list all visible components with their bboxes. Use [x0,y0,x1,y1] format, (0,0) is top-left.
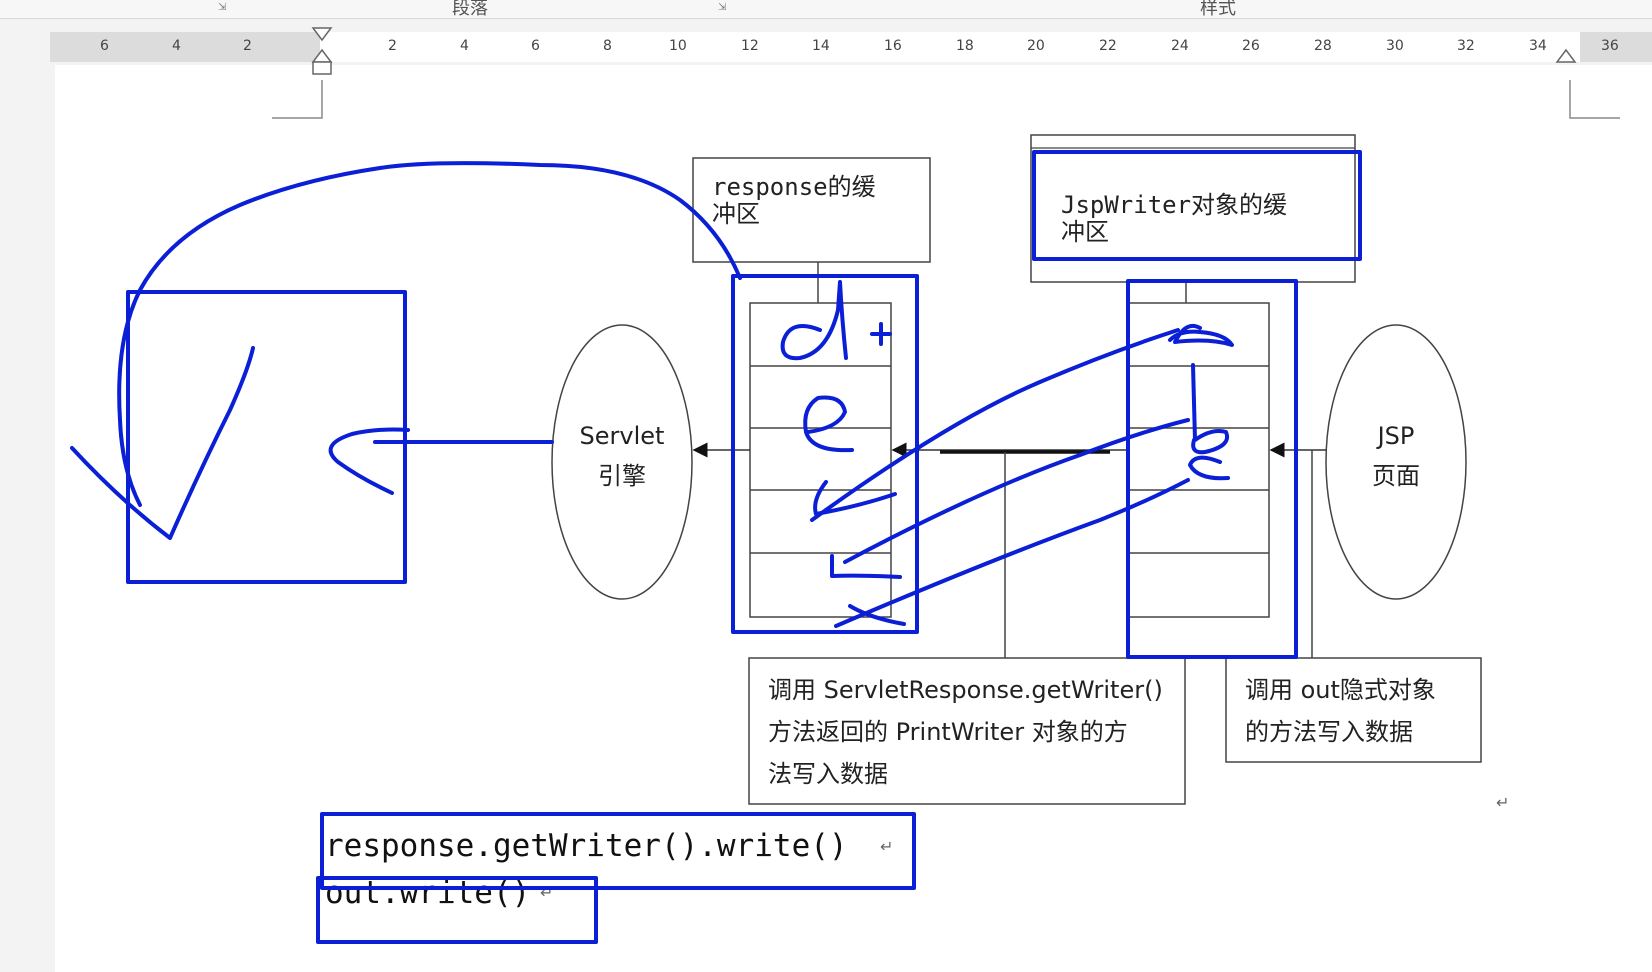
callout-printwriter-line3: 法写入数据 [768,760,888,788]
callout-printwriter: 调用 ServletResponse.getWriter() 方法返回的 Pri… [748,657,1186,805]
callout-out-line2: 的方法写入数据 [1245,718,1413,746]
ruler-tick: 30 [1386,38,1404,54]
jspwriter-buffer-label-box: JspWriter对象的缓 冲区 [1030,134,1356,303]
jspwriter-buffer-label: JspWriter对象的缓 [1061,191,1287,219]
ink-line-a-to-buffer [810,328,1180,522]
response-buffer-label-cont: 冲区 [712,200,760,228]
jsp-page-node: JSP 页面 [1325,324,1467,600]
pen-annotations [70,150,1362,944]
ink-line-c-to-buffer [834,478,1190,628]
ink-letter-a [1168,323,1234,347]
jspwriter-buffer-stack [1127,302,1270,618]
ink-curve-arrow [117,161,742,507]
ruler-tick: 20 [1027,38,1045,54]
servlet-engine-node: Servlet 引擎 [551,324,693,600]
ruler-text-area [320,32,1580,62]
ribbon-strip: ⇲ 段落 ⇲ 样式 [0,0,1652,19]
ruler-tick: 32 [1457,38,1475,54]
paragraph-mark-icon: ↵ [880,837,893,856]
dialog-launcher-icon[interactable]: ⇲ [718,2,727,13]
jsp-page-label-cont: 页面 [1372,462,1420,490]
dialog-launcher-icon[interactable]: ⇲ [218,2,227,13]
ruler-tick: 14 [812,38,830,54]
callout-printwriter-line2: 方法返回的 PrintWriter 对象的方 [768,718,1128,746]
ruler-tick: 26 [1242,38,1260,54]
ink-plus-sign [870,322,892,346]
ink-jspwriter-label-box [1032,150,1362,261]
ink-client-box [126,290,407,584]
right-indent-marker-icon[interactable] [1555,48,1577,63]
jsp-page-label: JSP [1376,422,1415,450]
horizontal-ruler[interactable]: 6 4 2 2 4 6 8 10 12 14 16 18 20 22 24 26… [50,32,1652,62]
ruler-tick: 36 [1601,38,1619,54]
response-buffer-stack [749,302,892,618]
ink-jspwriter-buffer-box [1126,279,1298,659]
response-buffer-label: response的缓 [712,173,876,201]
ink-code-line1-box [320,812,916,890]
ink-letter-d [780,280,848,361]
ribbon-group-styles: 样式 [1200,0,1236,19]
ruler-tick: 28 [1314,38,1332,54]
code-line-response-write: response.getWriter().write() [325,828,848,864]
paragraph-mark-icon: ↵ [540,883,553,902]
ruler-tick: 24 [1171,38,1189,54]
ink-response-buffer-box [731,274,919,634]
ruler-tick: 22 [1099,38,1117,54]
ruler-tick: 4 [460,38,469,54]
ink-letter-e [803,395,854,453]
ink-bottom-stroke [848,604,906,626]
ruler-tick: 6 [100,38,109,54]
callout-out-object: 调用 out隐式对象 的方法写入数据 [1225,657,1482,763]
paragraph-mark-icon: ↵ [1496,793,1509,812]
indent-marker-icon[interactable] [311,27,333,75]
ruler-tick: 8 [603,38,612,54]
ruler-tick: 34 [1529,38,1547,54]
ruler-tick: 4 [172,38,181,54]
callout-out-line1: 调用 out隐式对象 [1245,676,1436,704]
ruler-tick: 12 [741,38,759,54]
ink-line-b-to-buffer [843,418,1190,564]
ink-letter-c [813,480,897,516]
code-line-out-write: out.write() [325,875,530,911]
ruler-tick: 6 [531,38,540,54]
ink-checkmark [70,346,255,540]
servlet-engine-label-cont: 引擎 [598,462,646,490]
callout-printwriter-line1: 调用 ServletResponse.getWriter() [768,676,1163,704]
ink-letter-c-small [1188,455,1230,481]
ruler-tick: 2 [243,38,252,54]
ink-arrowhead-scribble [328,427,410,495]
response-buffer-label-box: response的缓 冲区 [692,157,931,303]
ink-stroke [830,554,902,579]
page-corner-mark [272,80,323,119]
ruler-tick: 18 [956,38,974,54]
servlet-engine-label: Servlet [580,422,665,450]
jspwriter-buffer-label-cont: 冲区 [1061,218,1109,246]
ruler-tick: 2 [388,38,397,54]
ruler-tick: 10 [669,38,687,54]
page-corner-mark [1569,80,1620,119]
ruler-tick: 16 [884,38,902,54]
ink-code-line2-box [316,876,598,944]
ribbon-group-paragraph: 段落 [452,0,488,19]
ink-letter-b [1191,363,1229,455]
